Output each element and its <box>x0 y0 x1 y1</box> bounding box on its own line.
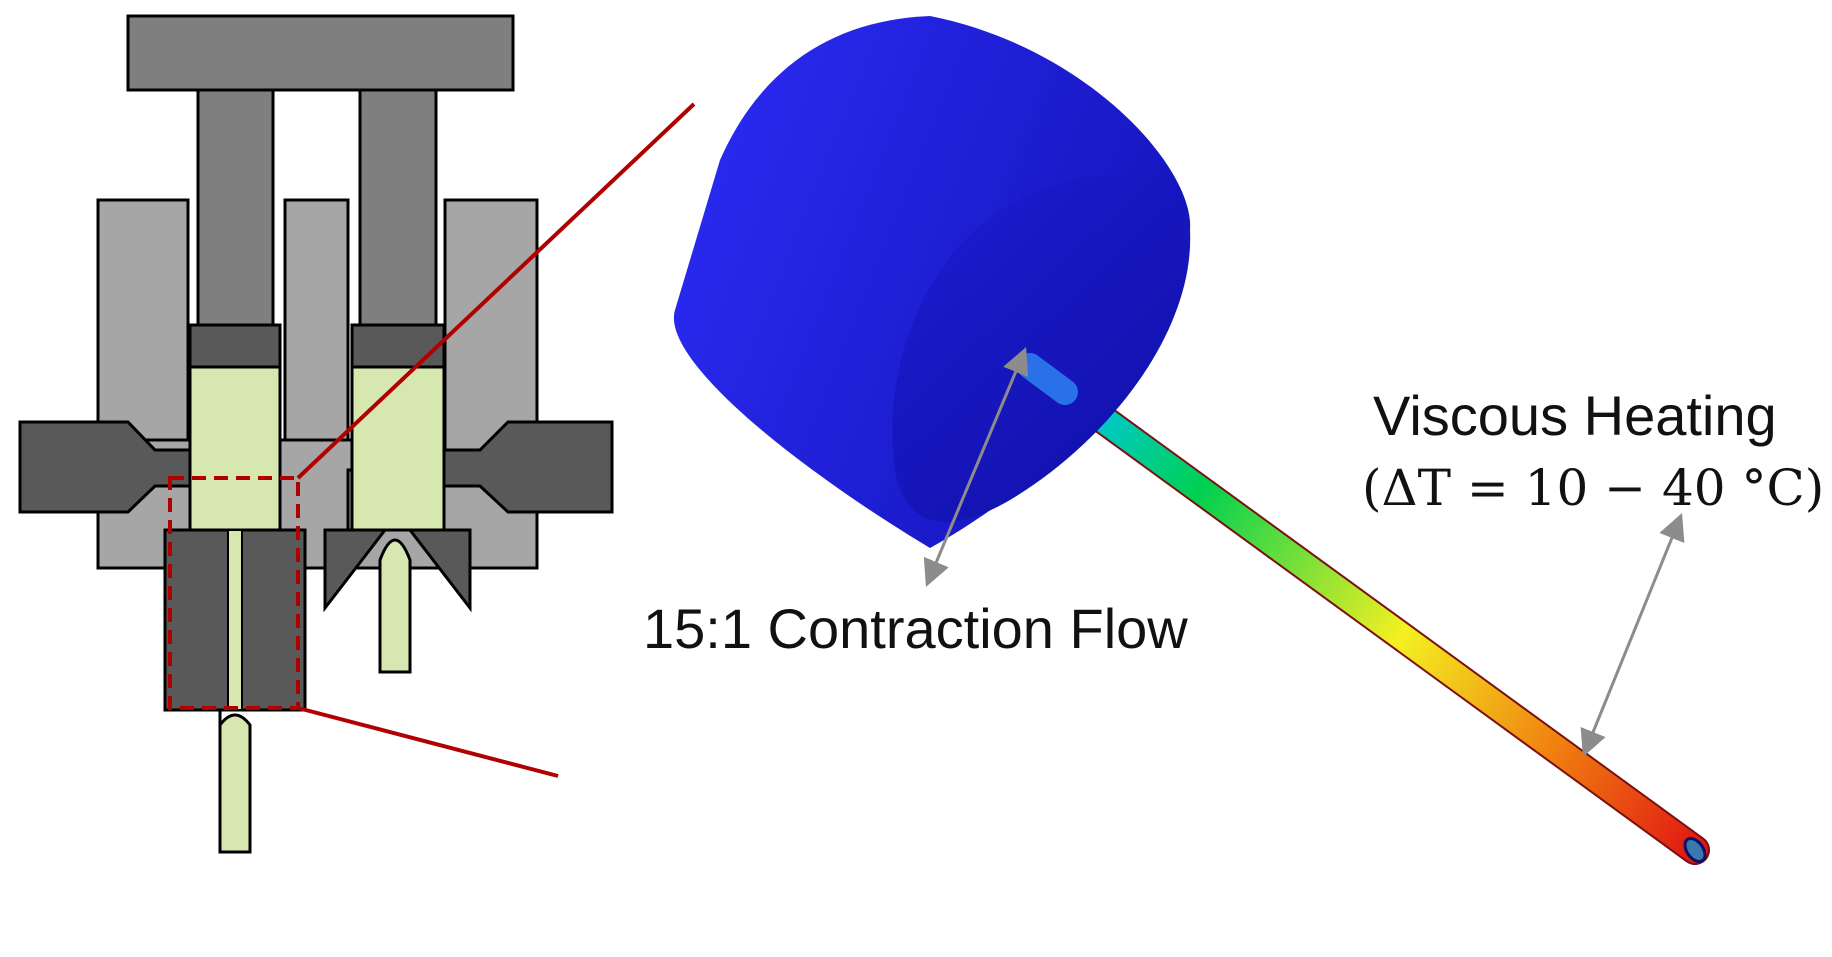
plunger-left <box>196 88 275 327</box>
runner-outlet <box>1683 836 1707 864</box>
plunger-head-right <box>350 323 446 369</box>
contraction-flow-label: 15:1 Contraction Flow <box>643 597 1188 660</box>
heater-block-right <box>442 420 614 514</box>
melt-chamber-right <box>350 365 446 532</box>
nozzle-channel-left <box>227 529 243 711</box>
melt-chamber-left <box>188 365 282 532</box>
contraction-flow-model: 15:1 Contraction Flow Viscous Heating (Δ… <box>643 16 1824 865</box>
plunger-head-left <box>188 323 282 369</box>
top-plate <box>126 14 515 92</box>
viscous-heating-title: Viscous Heating <box>1373 384 1777 447</box>
valve-cone-right <box>406 528 472 613</box>
zoom-line-bottom <box>297 706 559 778</box>
valve-cone-left <box>323 528 389 613</box>
runner-inlet <box>1017 353 1078 405</box>
heating-arrow <box>1580 512 1685 758</box>
outlet-right <box>378 538 412 674</box>
contraction-arrow <box>923 347 1029 587</box>
zoom-box <box>168 476 300 710</box>
plunger-right <box>358 88 438 327</box>
nozzle-cross-section <box>18 14 696 854</box>
runner-tube <box>1017 353 1708 863</box>
zoom-line-top <box>296 102 696 480</box>
heater-block-left <box>18 420 192 514</box>
outlet-left <box>218 710 252 854</box>
viscous-heating-formula: (ΔT = 10 − 40 °C) <box>1362 459 1824 517</box>
